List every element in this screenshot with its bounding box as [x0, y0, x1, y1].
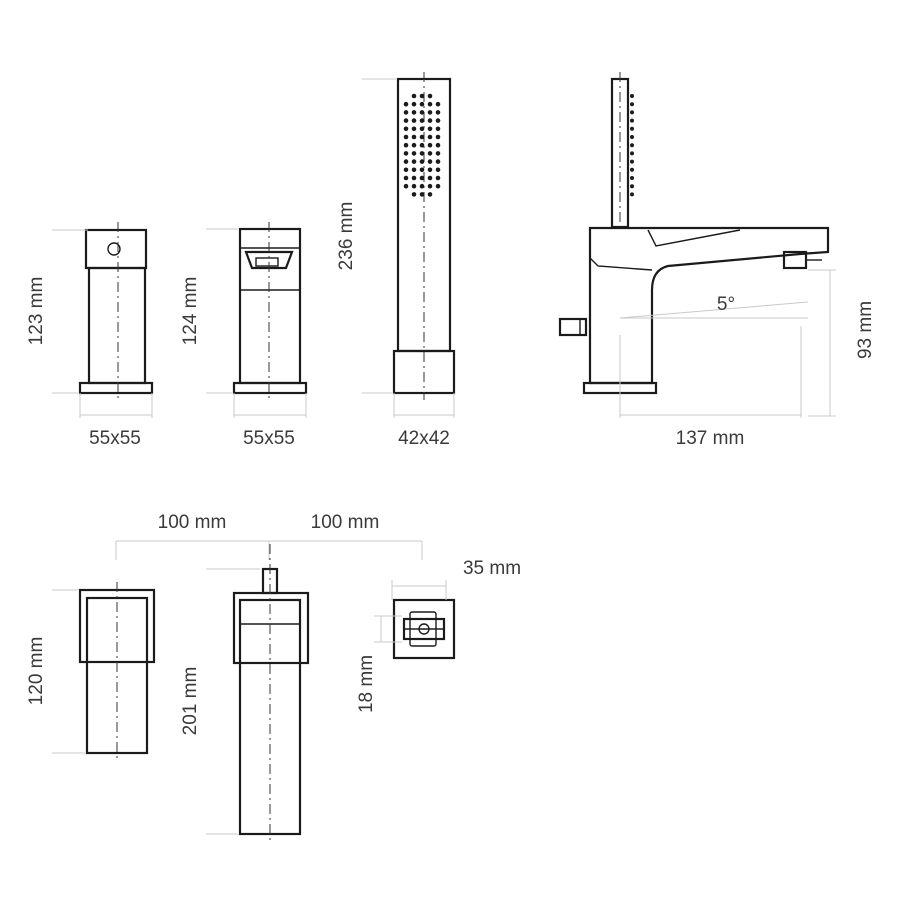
spacing-dimension — [115, 540, 423, 560]
spacing-right-label: 100 mm — [311, 512, 380, 533]
mixer-front-view — [52, 222, 154, 418]
spout-height-label: 93 mm — [855, 301, 876, 359]
spray-nozzle-grid — [403, 93, 441, 197]
diverter-height-label: 124 mm — [180, 277, 201, 346]
spout-reach-label: 137 mm — [676, 428, 745, 449]
mixer-base-label: 55x55 — [89, 428, 141, 449]
diverter-base-label: 55x55 — [243, 428, 295, 449]
body-view — [206, 544, 310, 840]
wallplate-view — [52, 582, 156, 760]
diverter-front-view — [206, 222, 308, 418]
mixer-height-label: 123 mm — [26, 277, 47, 346]
wallplate-height-label: 120 mm — [26, 637, 47, 706]
connector-width-label: 35 mm — [463, 558, 521, 579]
connector-height-label: 18 mm — [356, 655, 377, 713]
handshower-view — [362, 72, 456, 418]
spout-side-view — [558, 72, 836, 418]
spray-nozzle-side — [630, 94, 634, 197]
connector-view — [374, 580, 456, 660]
handshower-base-label: 42x42 — [398, 428, 450, 449]
spacing-left-label: 100 mm — [158, 512, 227, 533]
spout-angle-label: 5° — [717, 294, 735, 315]
body-height-label: 201 mm — [180, 667, 201, 736]
handshower-length-label: 236 mm — [336, 202, 357, 271]
